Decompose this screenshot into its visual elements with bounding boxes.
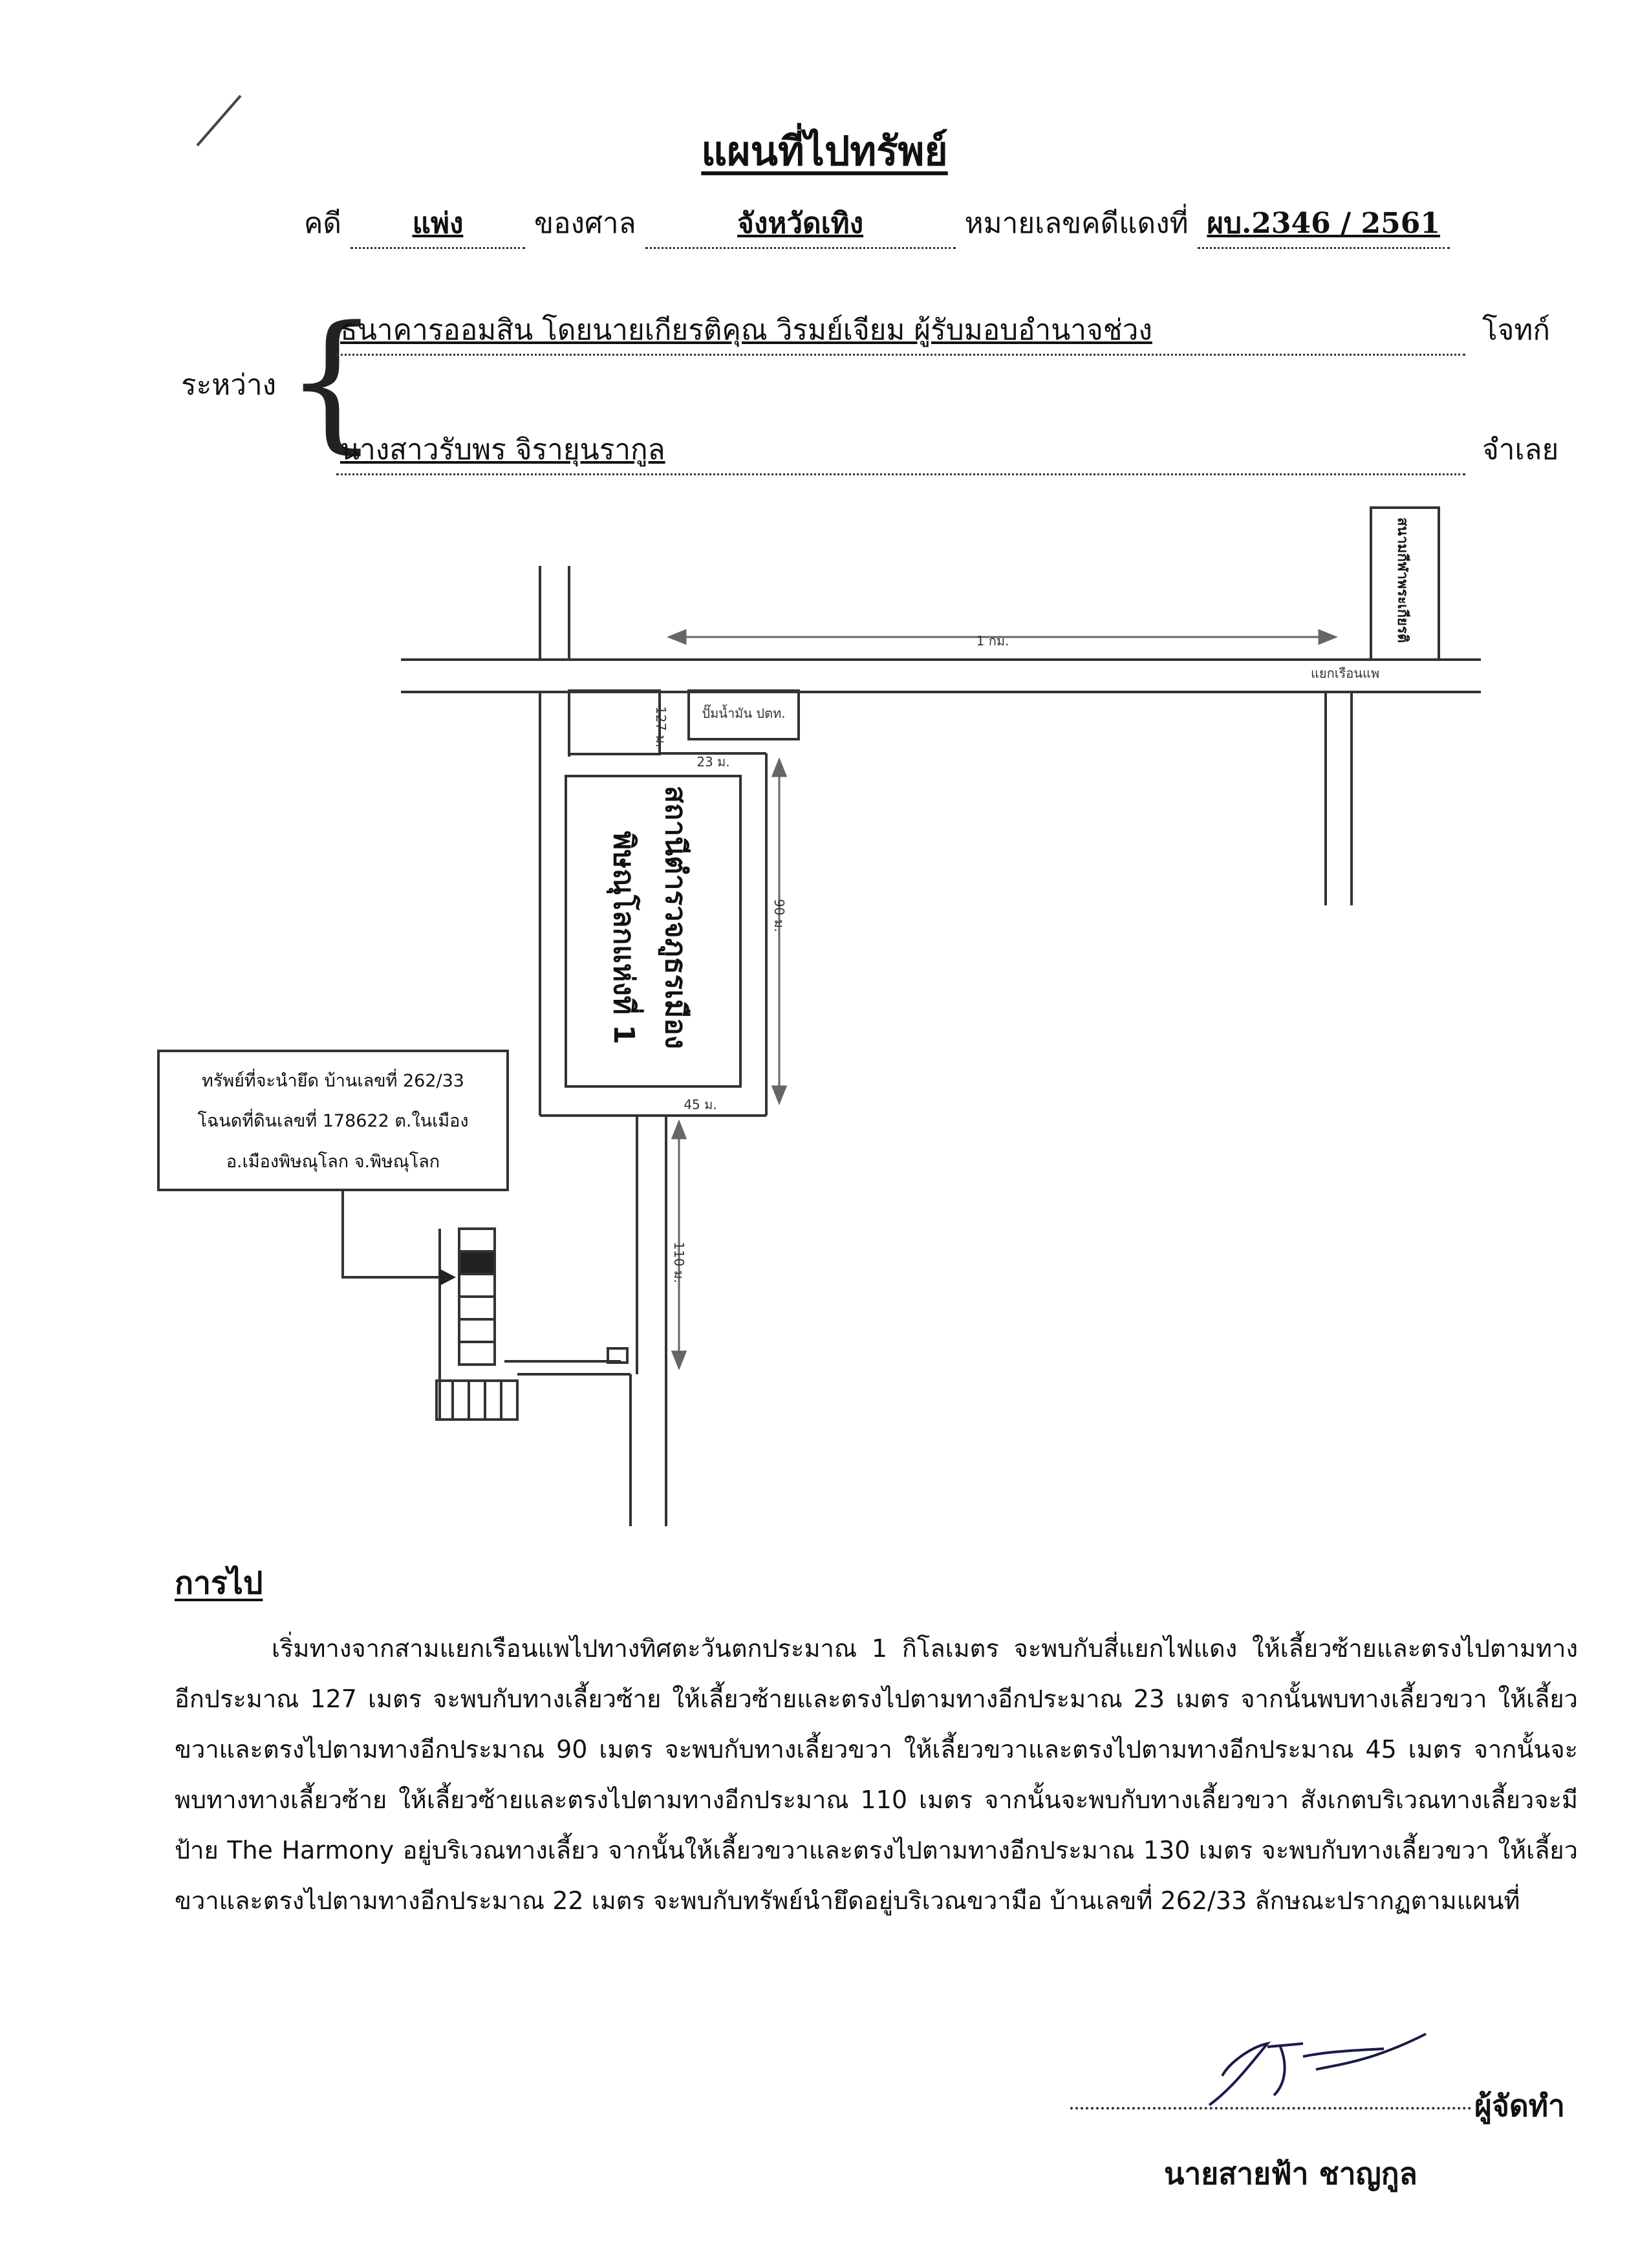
plaintiff-name: ธนาคารออมสิน โดยนายเกียรติคุณ วิรมย์เจีย… xyxy=(336,307,1465,356)
signature-mark xyxy=(1208,2033,1427,2106)
label-45m: 45 ม. xyxy=(684,1097,717,1112)
case-type: แพ่ง xyxy=(350,200,526,249)
directions-heading: การไป xyxy=(175,1565,263,1601)
plaintiff-line: ธนาคารออมสิน โดยนายเกียรติคุณ วิรมย์เจีย… xyxy=(336,307,1550,356)
label-110m: 110 ม. xyxy=(671,1242,687,1283)
case-number-label: หมายเลขคดีแดงที่ xyxy=(964,207,1189,240)
signer-name: นายสายฟ้า ชาญกูล xyxy=(1164,2156,1417,2191)
defendant-role: จำเลย xyxy=(1482,433,1559,466)
scan-mark xyxy=(196,94,242,147)
case-label: คดี xyxy=(304,207,342,240)
case-line: คดี แพ่ง ของศาล จังหวัดเทิง หมายเลขคดีแด… xyxy=(304,200,1450,249)
police-station-line1: สถานีตำรวจภูธรเมือง xyxy=(658,786,692,1049)
property-line3: อ.เมืองพิษณุโลก จ.พิษณุโลก xyxy=(226,1152,440,1172)
defendant-line: นางสาวรับพร จิรายุนรากูล จำเลย xyxy=(336,427,1558,475)
document-title: แผนที่ไปทรัพย์ xyxy=(701,127,948,175)
case-number: ผบ.2346 / 2561 xyxy=(1197,200,1450,249)
stadium-label: สนามกีฬาพระเกียรติ xyxy=(1394,517,1410,643)
plaintiff-role: โจทก์ xyxy=(1482,314,1551,347)
between-label: ระหว่าง xyxy=(181,369,277,402)
defendant-name: นางสาวรับพร จิรายุนรากูล xyxy=(336,427,1465,475)
court-name: จังหวัดเทิง xyxy=(645,200,956,249)
signature-line xyxy=(1070,2107,1471,2110)
label-gas-station: ปั๊มน้ำมัน ปตท. xyxy=(702,704,785,721)
property-marker xyxy=(460,1253,493,1273)
court-label: ของศาล xyxy=(534,207,636,240)
label-90m: 90 ม. xyxy=(771,899,787,932)
label-intersection: แยกเรือนแพ xyxy=(1311,665,1379,681)
label-23m: 23 ม. xyxy=(696,754,729,770)
property-line1: ทรัพย์ที่จะนำยึด บ้านเลขที่ 262/33 xyxy=(202,1068,464,1091)
label-1km: 1 กม. xyxy=(976,633,1009,649)
police-station-line2: พิษณุโลกแห่งที่ 1 xyxy=(606,831,644,1044)
property-line2: โฉนดที่ดินเลขที่ 178622 ต.ในเมือง xyxy=(197,1108,468,1131)
label-127m: 127 ม. xyxy=(653,706,669,748)
brace: { xyxy=(285,295,380,468)
directions-text: เริ่มทางจากสามแยกเรือนแพไปทางทิศตะวันตกป… xyxy=(175,1634,1578,1915)
signature-label: ผู้จัดทำ xyxy=(1474,2088,1565,2123)
location-map: 1 กม. แยกเรือนแพ ปั๊มน้ำมัน ปตท. 127 ม. … xyxy=(157,506,1481,1526)
